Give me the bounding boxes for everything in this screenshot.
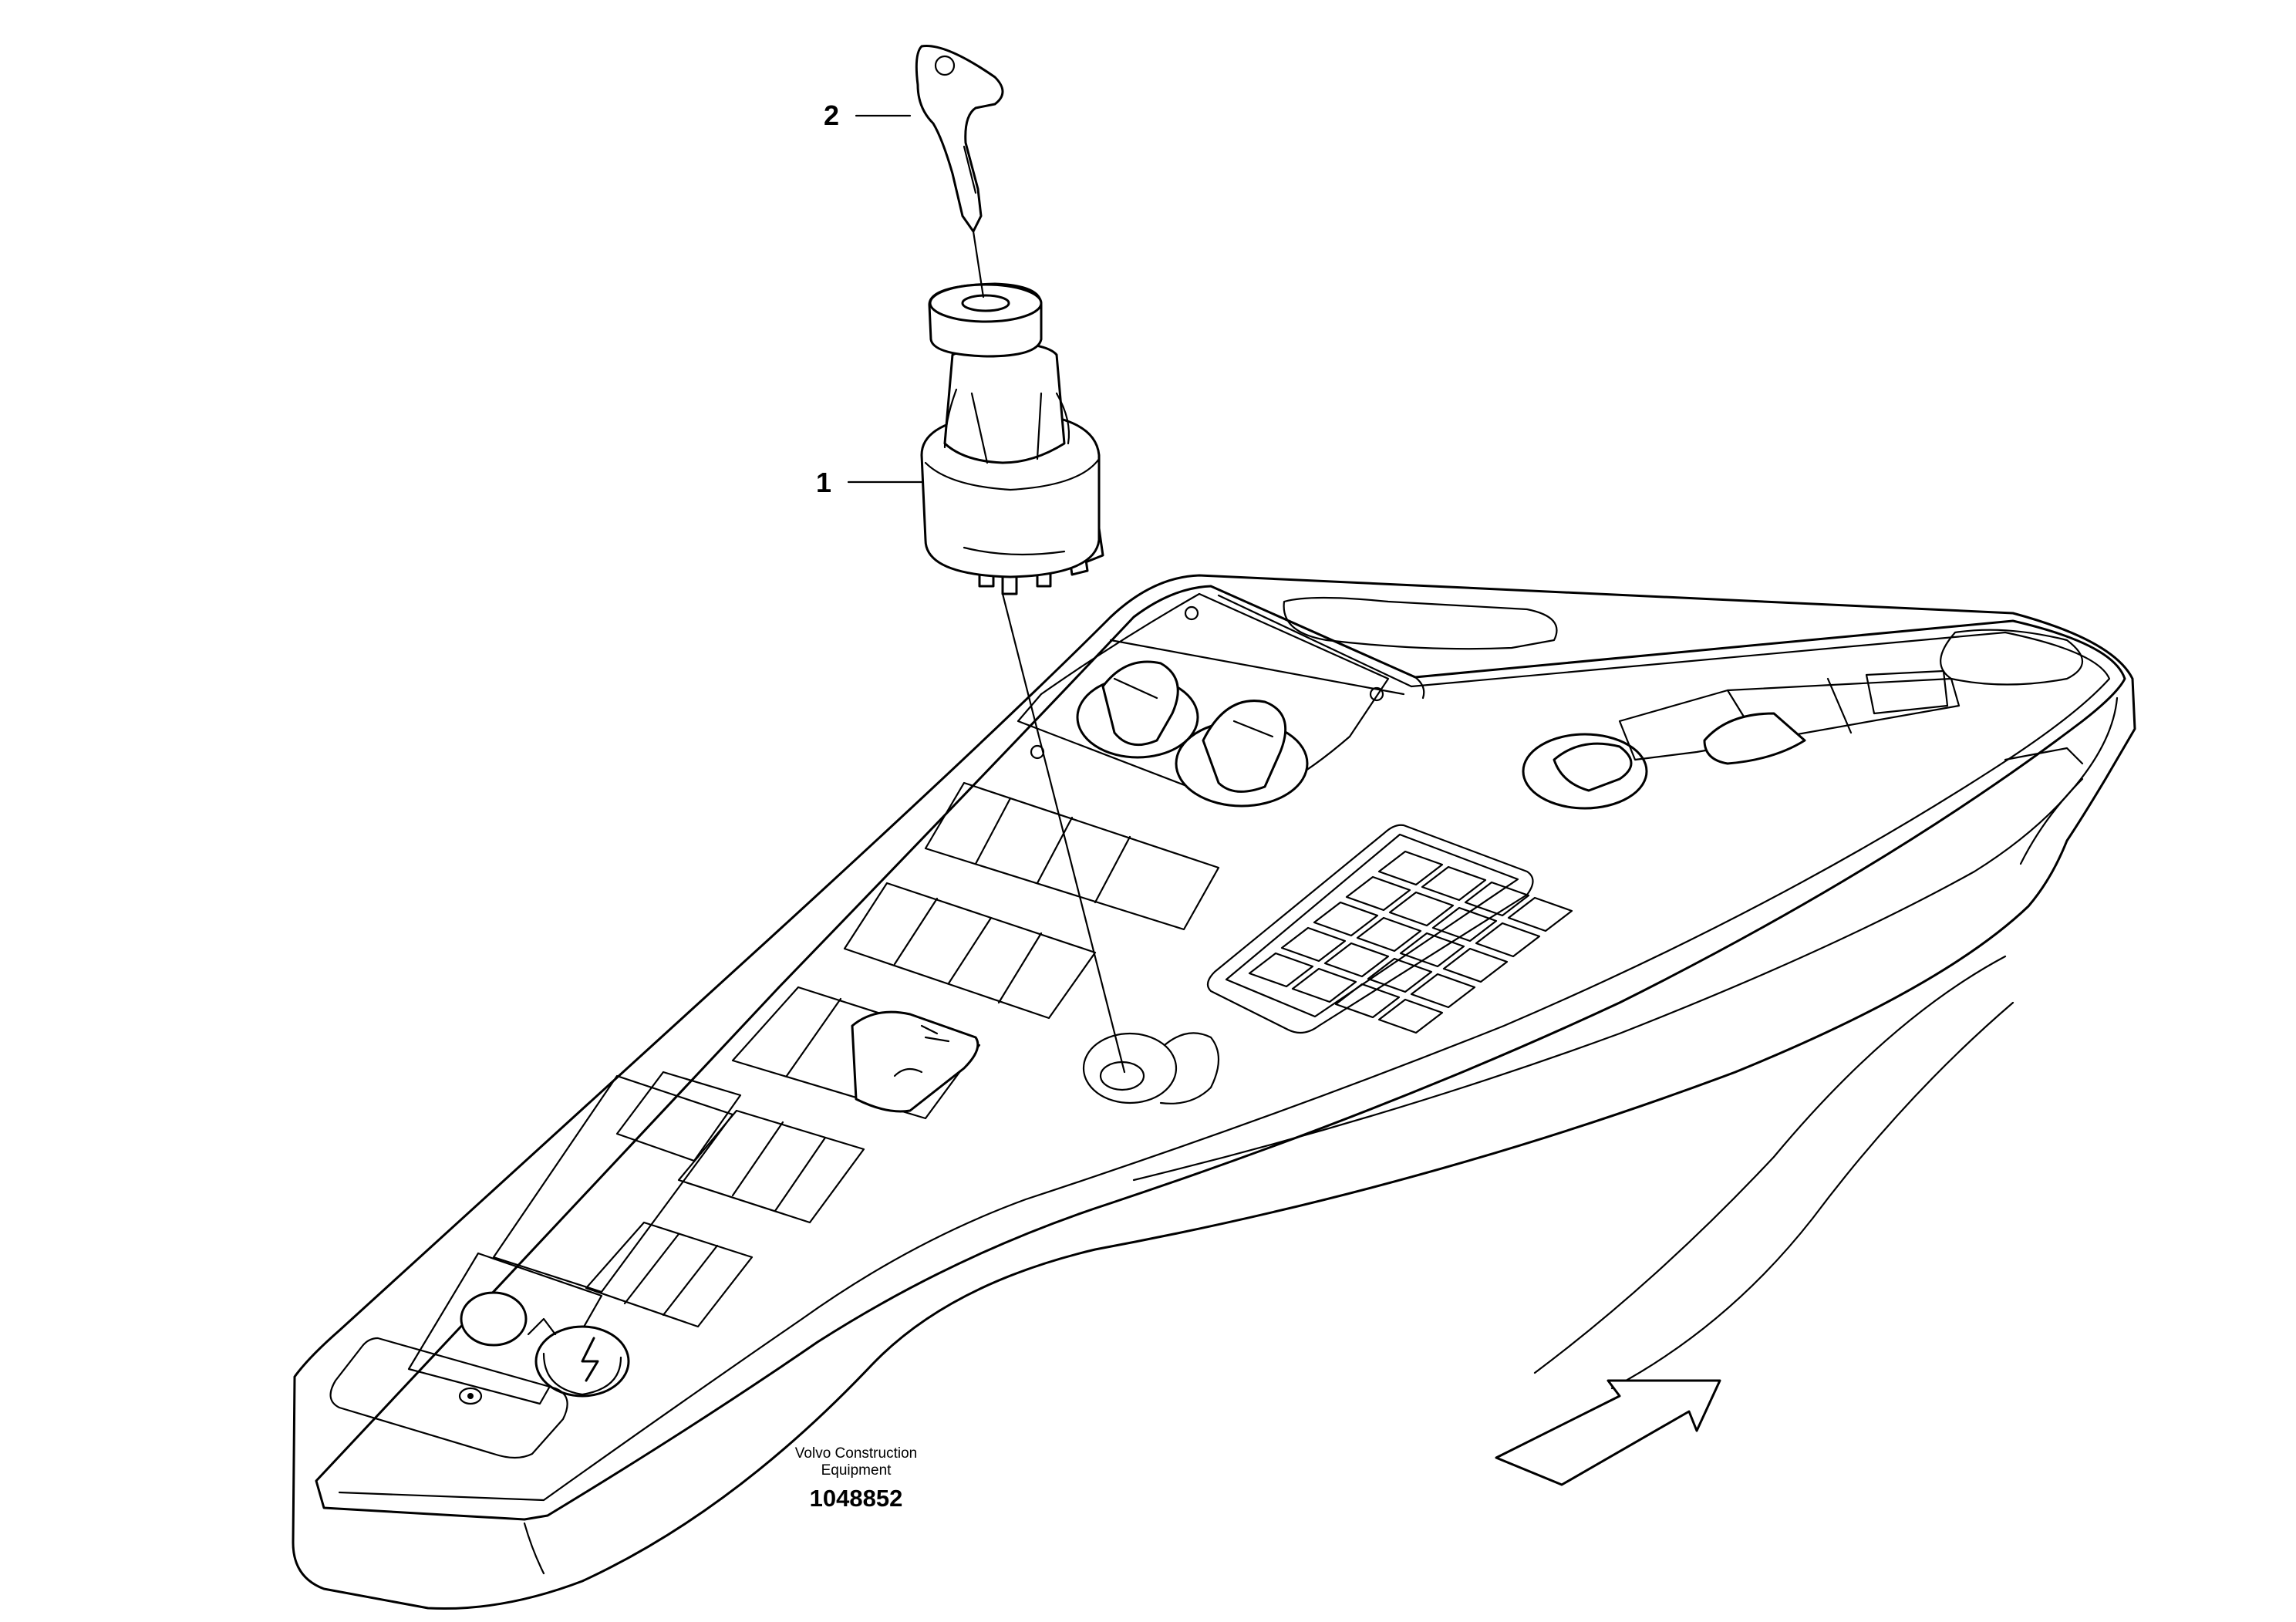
- ignition-bezel: [1082, 1032, 1178, 1104]
- key-leader: [972, 230, 985, 298]
- front-accessories: [329, 1252, 630, 1459]
- key-bow: [915, 45, 1004, 233]
- switch-bank-b: [843, 882, 1097, 1020]
- armrest-pad-left: [1283, 596, 1558, 650]
- keypad-key: [1367, 957, 1433, 993]
- ignition-switch: [920, 282, 1104, 595]
- switch-bank-g: [492, 1074, 734, 1293]
- lightning-bolt-icon: [581, 1337, 599, 1382]
- front-recess: [407, 1252, 603, 1405]
- console-plate-line: [1109, 639, 1405, 696]
- keypad-key: [1410, 973, 1476, 1009]
- keypad-panel: [1206, 824, 1573, 1034]
- rotary-knob-2: [1175, 700, 1309, 808]
- console-front-edge: [523, 1522, 545, 1575]
- console-side-line-2: [2019, 777, 2084, 865]
- rotary-panel-outline: [1017, 592, 1390, 801]
- keypad-key: [1507, 896, 1573, 932]
- console-ridge: [1414, 676, 1425, 700]
- keypad-key: [1345, 875, 1411, 912]
- keypad-bezel: [1206, 824, 1534, 1034]
- socket-cap-round: [460, 1291, 528, 1347]
- switch-neck: [943, 342, 1066, 464]
- keypad-key: [1334, 983, 1401, 1019]
- right-control-cluster: [1522, 669, 1961, 810]
- credit-line-1: Volvo Construction: [795, 1445, 917, 1462]
- callout-2: 2: [824, 99, 839, 131]
- key-slot: [961, 294, 1010, 312]
- callout-1: 1: [816, 467, 831, 498]
- screw-icon: [1369, 686, 1384, 702]
- keypad-key: [1323, 942, 1390, 978]
- keypad-key: [1475, 922, 1541, 958]
- key-hole: [934, 55, 956, 76]
- keypad-key: [1291, 967, 1357, 1003]
- console-deck-rim: [338, 594, 2111, 1502]
- power-socket: [527, 1317, 630, 1398]
- keypad-inner: [1225, 833, 1519, 1018]
- ignition-mount: [1082, 1032, 1219, 1104]
- keypad-key: [1280, 926, 1347, 963]
- switch-blank-rows: [492, 781, 1220, 1328]
- rocker-switch-block: [1618, 669, 1961, 765]
- rotary-knob-3-grip: [1553, 742, 1633, 792]
- control-console: [292, 574, 2136, 1610]
- switch-leader: [1001, 592, 1126, 1074]
- keypad-key: [1313, 901, 1379, 937]
- keypad-key: [1464, 881, 1530, 917]
- keypad-key: [1356, 916, 1422, 953]
- credit-block: Volvo Construction Equipment 1048852: [795, 1445, 917, 1512]
- armrest-pad-right: [1940, 629, 2083, 686]
- direction-arrow-icon: [1495, 1379, 1721, 1486]
- switch-bank-a: [924, 781, 1220, 931]
- console-side-line-3: [1533, 955, 2007, 1374]
- console-side-line-4: [1610, 1001, 2014, 1390]
- switch-bank-f: [585, 1221, 754, 1328]
- keypad-key: [1377, 850, 1444, 886]
- rocker-switch: [851, 1010, 979, 1113]
- screw-icon: [458, 1387, 483, 1405]
- keypad-key: [1399, 932, 1465, 968]
- screw-icon: [1184, 605, 1199, 621]
- rotary-switch-panel: [1017, 592, 1390, 808]
- keypad-key: [1431, 906, 1498, 943]
- keypad-key: [1388, 891, 1455, 927]
- ignition-guard: [1159, 1032, 1219, 1104]
- keypad-keys: [1248, 850, 1573, 1034]
- rotary-knob-1: [1076, 660, 1199, 759]
- credit-line-2: Equipment: [821, 1462, 892, 1479]
- console-top-deck: [315, 585, 2126, 1521]
- console-corner-step: [2004, 747, 2084, 765]
- keypad-key: [1442, 947, 1509, 983]
- screw-dot: [467, 1393, 474, 1399]
- keypad-key: [1377, 998, 1444, 1034]
- ignition-key: [915, 45, 1004, 233]
- storage-tray: [329, 1337, 568, 1459]
- switch-bank-e: [677, 1109, 865, 1224]
- keypad-key: [1248, 952, 1314, 988]
- leader-lines: [847, 114, 1126, 1074]
- part-number: 1048852: [810, 1485, 903, 1512]
- console-outline: [292, 574, 2136, 1610]
- keypad-key: [1421, 865, 1487, 902]
